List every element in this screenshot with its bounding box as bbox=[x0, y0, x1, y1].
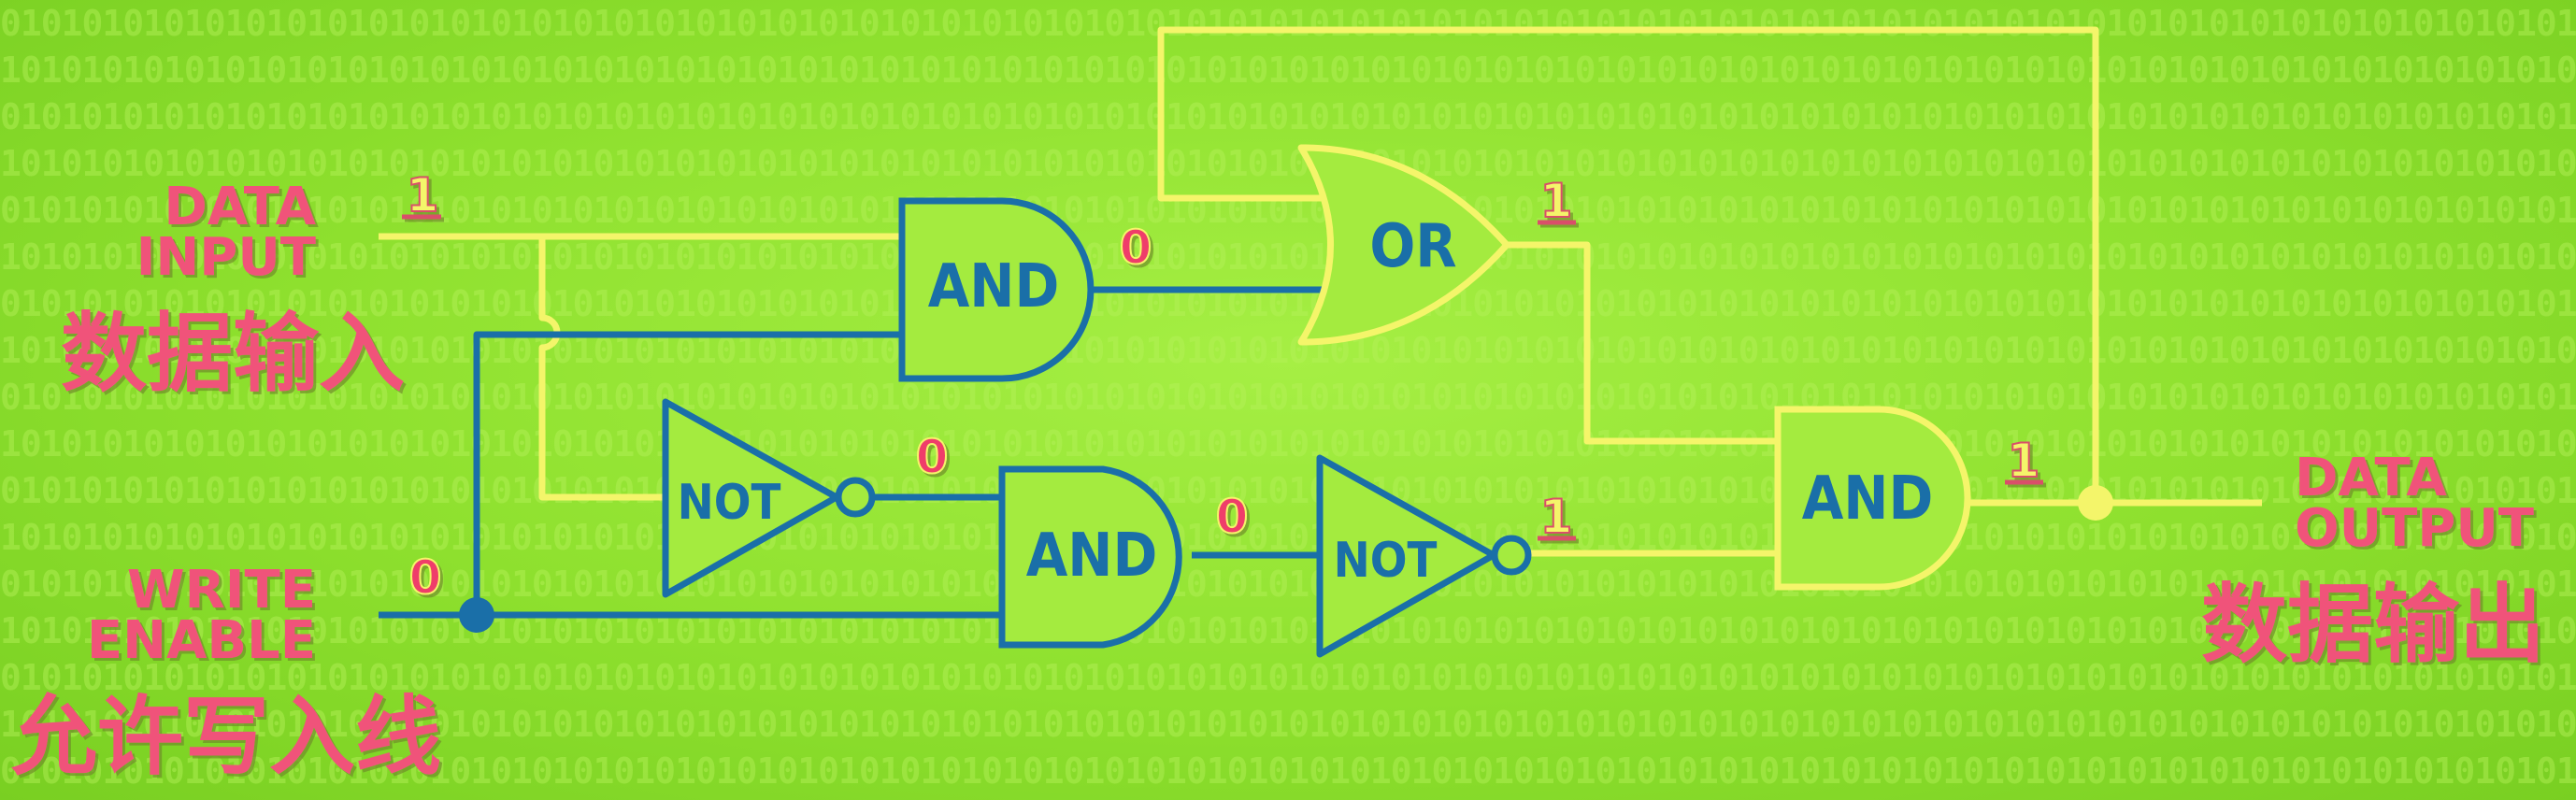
or-gate: OR bbox=[1297, 144, 1510, 346]
wire-data-branch-not bbox=[538, 236, 665, 501]
not-gate-top-label: NOT bbox=[678, 475, 781, 531]
data-output-label-zh: 数据输出 bbox=[2201, 575, 2545, 675]
junction-write-enable bbox=[459, 597, 494, 633]
or-gate-label: OR bbox=[1369, 212, 1456, 281]
bit-output: 1 bbox=[2008, 434, 2040, 488]
wires-high bbox=[379, 26, 2262, 557]
wire-we-to-and-top bbox=[473, 331, 902, 615]
and-gate-middle: AND bbox=[998, 465, 1182, 649]
data-output-label-line1: DATA bbox=[2295, 448, 2447, 508]
wires-low bbox=[379, 286, 1338, 619]
and-gate-middle-label: AND bbox=[1026, 521, 1158, 591]
bit-data-input: 1 bbox=[407, 168, 439, 222]
write-enable-label-zh: 允许写入线 bbox=[11, 687, 441, 787]
wire-feedback-loop bbox=[1157, 26, 2099, 503]
data-output-label-line2: OUTPUT bbox=[2295, 498, 2534, 559]
wire-or-to-and bbox=[1507, 241, 1778, 445]
data-input-label-line1: DATA bbox=[164, 177, 316, 237]
bit-or-out: 1 bbox=[1540, 174, 1573, 228]
and-gate-top-label: AND bbox=[928, 252, 1060, 321]
not-gate-right-label: NOT bbox=[1334, 533, 1438, 589]
data-input-label-line2: INPUT bbox=[136, 227, 316, 288]
bit-not-right-out: 1 bbox=[1540, 490, 1573, 544]
write-enable-label-line2: ENABLE bbox=[87, 610, 316, 671]
not-gate-top: NOT bbox=[662, 398, 876, 598]
not-gate-right: NOT bbox=[1316, 454, 1532, 658]
bit-write-enable: 0 bbox=[409, 550, 442, 605]
data-input-label-zh: 数据输入 bbox=[61, 304, 405, 404]
write-enable-label-line1: WRITE bbox=[127, 560, 316, 621]
junction-output bbox=[2078, 485, 2113, 521]
and-gate-output-label: AND bbox=[1802, 464, 1934, 534]
and-gate-output: AND bbox=[1774, 406, 1971, 591]
bit-and-middle-out: 0 bbox=[1216, 490, 1249, 544]
bit-and-top-out: 0 bbox=[1120, 221, 1152, 275]
bit-not-top-out: 0 bbox=[916, 430, 949, 484]
and-gate-top: AND bbox=[898, 197, 1095, 382]
